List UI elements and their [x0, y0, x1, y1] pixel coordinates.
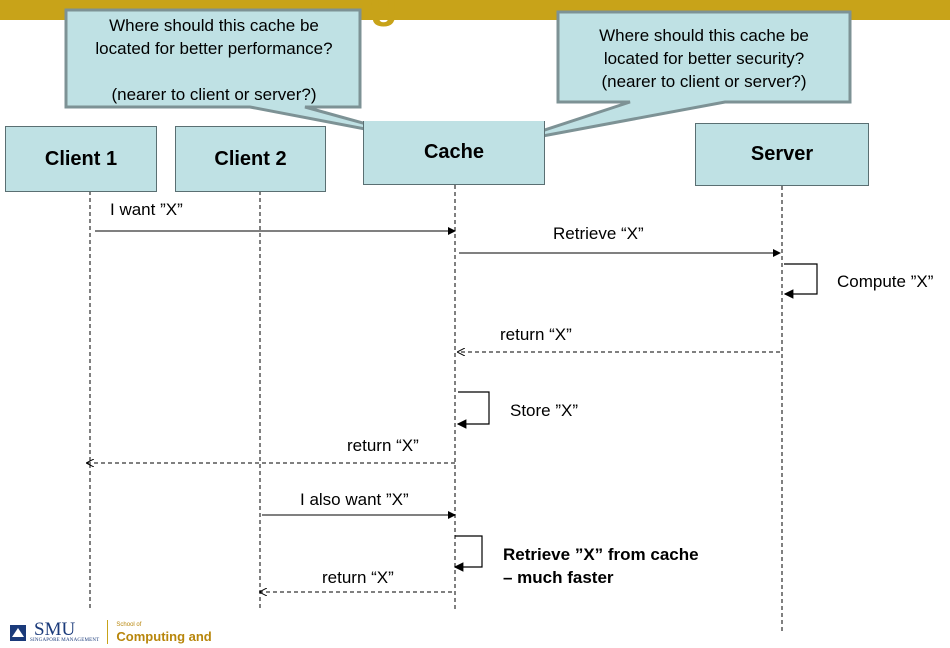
left-callout-text: Where should this cache be located for b… [95, 16, 333, 104]
footer-logo: SMU SINGAPORE MANAGEMENT School of Compu… [8, 620, 212, 644]
msg-retrieve-x: Retrieve “X” [553, 224, 644, 243]
footer-divider [107, 620, 109, 644]
school-of-label: School of [116, 621, 142, 628]
msg-compute-x: Compute ”X” [837, 272, 934, 291]
participant-client2-label: Client 2 [214, 147, 287, 170]
slide-title-fragment: g [370, 0, 399, 27]
arrow-cache-self [453, 535, 483, 572]
msg-return-to-client1: return “X” [347, 436, 419, 455]
participant-client1: Client 1 [5, 126, 157, 192]
msg-return-from-server: return “X” [500, 325, 572, 344]
participant-server-label: Server [750, 143, 814, 165]
participant-server: Server [695, 123, 869, 186]
msg-store-x: Store ”X” [510, 401, 579, 420]
msg-much-faster: – much faster [503, 568, 614, 587]
msg-retrieve-from-cache: Retrieve ”X” from cache [503, 545, 699, 564]
participant-client1-label: Client 1 [44, 147, 118, 170]
participant-client2: Client 2 [175, 126, 326, 192]
participant-cache-label: Cache [423, 141, 485, 163]
school-name: Computing and [116, 628, 212, 644]
participant-cache: Cache [363, 121, 545, 185]
arrow-compute-self [783, 263, 818, 299]
msg-i-also-want-x: I also want ”X” [300, 490, 409, 509]
smu-emblem-icon [10, 625, 26, 641]
msg-return-to-client2: return “X” [322, 568, 394, 587]
smu-subtitle: SINGAPORE MANAGEMENT [30, 637, 100, 643]
arrow-store-self [456, 391, 490, 429]
right-callout-text: Where should this cache be located for b… [599, 26, 809, 91]
smu-wordmark: SMU [34, 618, 76, 640]
msg-i-want-x: I want ”X” [110, 200, 183, 219]
right-callout-bubble [504, 10, 852, 145]
